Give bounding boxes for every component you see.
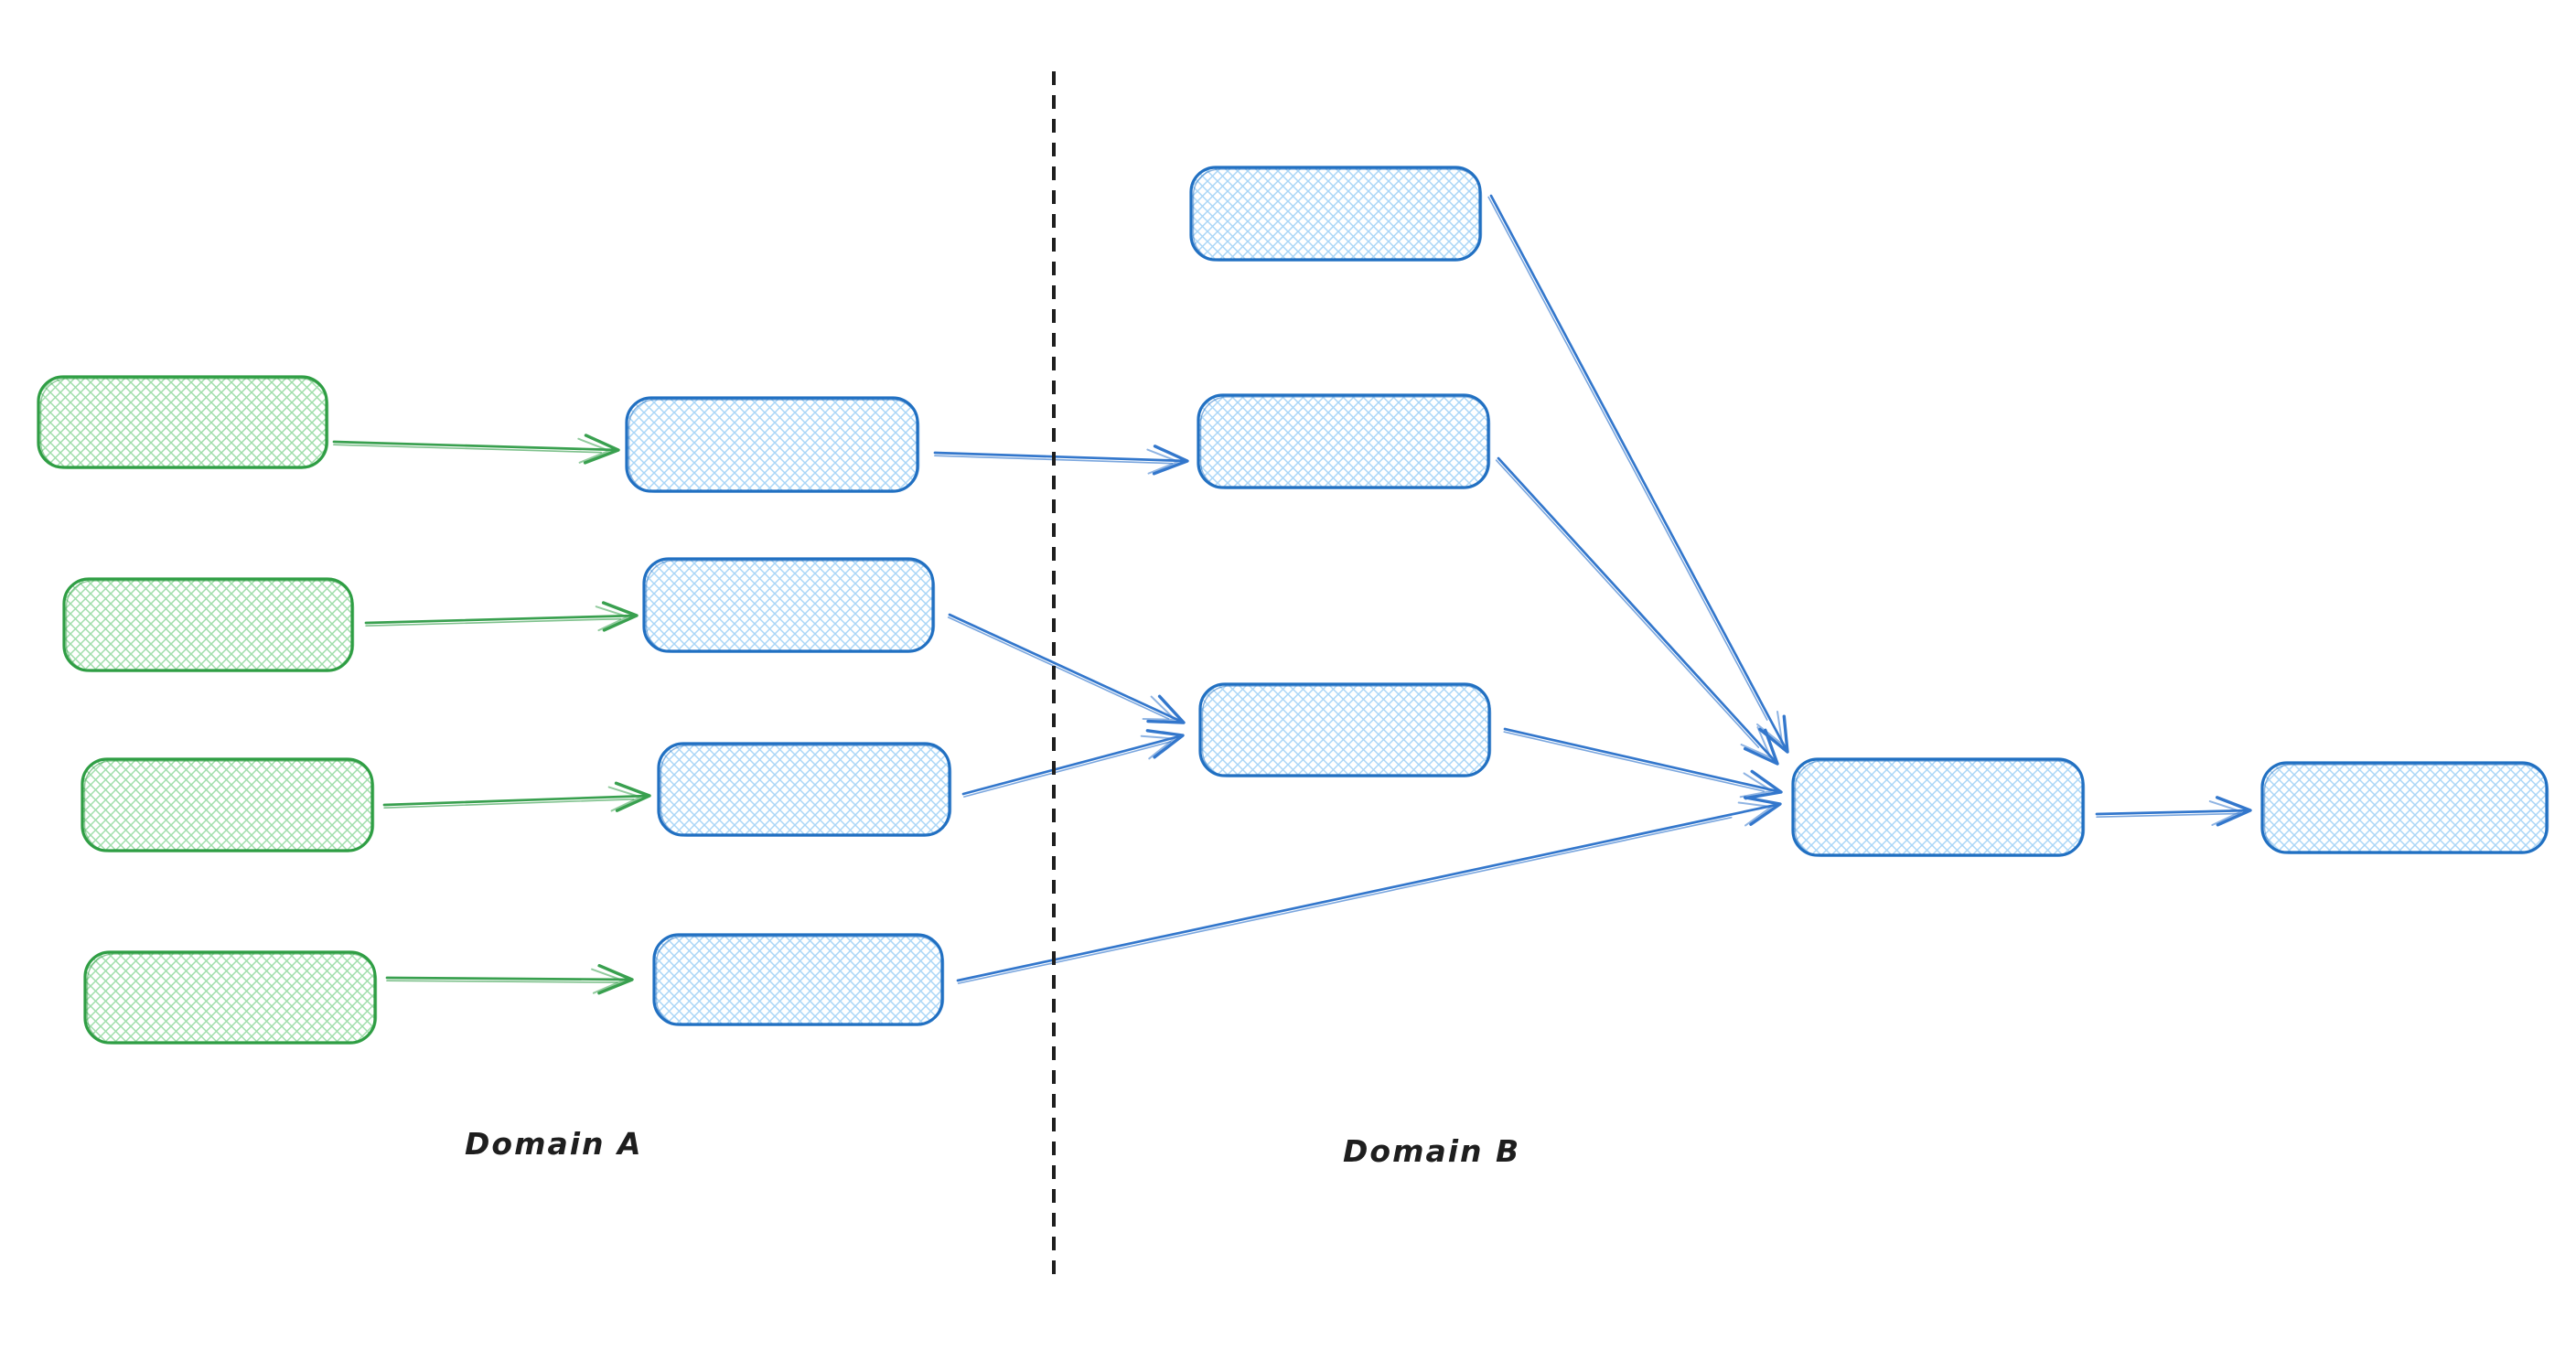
node-domain-a-source-1 [37,375,329,469]
edge-source2-to-stage2 [364,601,639,632]
node-domain-b-input-3 [1198,682,1492,777]
edge-input3-to-hub [1503,727,1783,800]
edges-layer [332,194,2252,995]
edge-stage4-to-hub [956,796,1782,984]
domain-b-label: Domain B [1343,1133,1520,1169]
node-domain-a-source-2 [62,577,355,672]
edge-input1-to-hub [1487,194,1789,754]
edge-stage1-to-input2 [933,445,1189,476]
node-domain-a-stage-1 [625,396,920,493]
node-domain-b-output [2260,761,2549,854]
edge-input2-to-hub [1495,456,1779,766]
node-domain-a-source-3 [80,757,375,852]
node-domain-b-input-1 [1189,166,1483,262]
node-domain-a-source-4 [83,950,378,1045]
node-domain-a-stage-4 [652,933,945,1026]
nodes-layer [37,166,2549,1045]
edge-source3-to-stage3 [382,781,651,812]
node-domain-b-hub [1791,757,2086,857]
node-domain-b-input-2 [1197,393,1491,489]
edge-hub-to-output [2095,796,2252,827]
domain-a-label: Domain A [465,1126,643,1162]
edge-stage3-to-input3 [961,729,1185,798]
edge-stage2-to-input3 [947,613,1186,724]
edge-source4-to-stage4 [385,964,634,995]
node-domain-a-stage-2 [642,557,936,653]
edge-source1-to-stage1 [332,434,620,465]
node-domain-a-stage-3 [657,742,952,837]
